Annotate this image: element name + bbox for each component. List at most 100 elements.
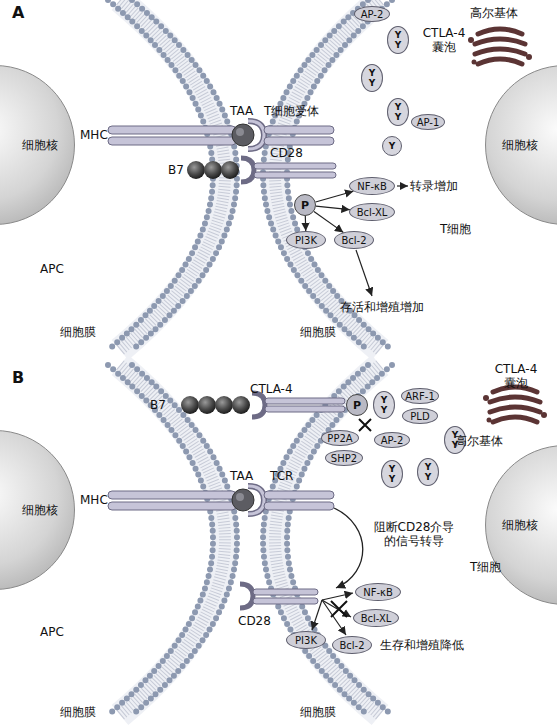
node-text: Y [425, 462, 432, 472]
signal-arrow [314, 211, 343, 232]
outcome-label: 存活和增殖增加 [340, 300, 424, 314]
pathway-arrow [322, 600, 351, 617]
phosphate-circle: P [294, 194, 316, 216]
node-text: Y [381, 395, 388, 405]
node-text: Y [381, 405, 388, 415]
protein-oval: AP-2 [374, 432, 410, 448]
protein-oval: Bcl-XL [353, 609, 399, 627]
b7-sphere [221, 161, 239, 179]
b7-sphere [204, 161, 222, 179]
receptor-label: CD28 [270, 146, 303, 160]
nucleus-circle: 细胞核 [485, 65, 557, 225]
receptor-label: T细胞受体 [264, 104, 319, 118]
node-text: PI3K [295, 235, 317, 246]
node-text: 细胞核 [502, 517, 538, 534]
receptor-label: CD28 [238, 614, 271, 628]
pathway-arrow [397, 185, 408, 186]
protein-oval: AP-1 [411, 114, 445, 130]
protein-oval: PI3K [286, 631, 326, 649]
protein-oval: ARF-1 [401, 388, 439, 404]
nucleus-circle: 细胞核 [0, 430, 75, 590]
receptor-label: CTLA-4 [250, 382, 293, 396]
molecule-label: B7 [168, 163, 184, 177]
protein-oval: Bcl-XL [349, 203, 395, 221]
node-text: Y [389, 464, 396, 474]
node-text: Y [369, 68, 376, 78]
organelle-label: 高尔基体 [470, 6, 518, 20]
pathway-arrow [356, 250, 372, 296]
node-text: Y [395, 102, 402, 112]
molecule-label: B7 [150, 398, 166, 412]
nucleus-circle: 细胞核 [485, 445, 557, 605]
protein-oval: PI3K [286, 231, 326, 249]
node-text: Bcl-2 [339, 640, 364, 651]
node-text: PLD [410, 411, 429, 422]
protein-oval: NF-κB [349, 177, 395, 195]
b7-sphere [187, 161, 205, 179]
outcome-label: 转录增加 [410, 179, 458, 193]
pathway-arrow [312, 600, 322, 630]
tyrosine-circle: YY [387, 26, 409, 54]
b7-sphere [232, 396, 250, 414]
cell-label: T细胞 [440, 222, 471, 236]
panel-letter: B [12, 369, 24, 387]
node-text: Bcl-XL [357, 207, 388, 218]
antigen-label: TAA [230, 104, 253, 118]
molecule-label: MHC [80, 493, 108, 507]
receptor-label: TCR [270, 469, 293, 483]
node-text: Y [395, 112, 402, 122]
block-cross [331, 601, 347, 617]
membrane-label: 细胞膜 [300, 705, 336, 719]
signal-arrow [316, 191, 354, 202]
mhc-tcr-complex [108, 486, 334, 514]
tyrosine-circle: YY [417, 458, 439, 486]
node-text: AP-2 [381, 435, 404, 446]
signal-arrow [305, 216, 307, 231]
ctla4-receptor [265, 398, 345, 404]
protein-oval: Bcl-2 [334, 231, 374, 249]
cd28-receptor [240, 584, 253, 608]
signal-arrow [316, 206, 350, 210]
node-text: 细胞核 [22, 137, 58, 154]
blocking-arrow [334, 508, 363, 588]
outcome-label: 生存和增殖降低 [380, 638, 464, 652]
node-text: Bcl-2 [341, 235, 366, 246]
tyrosine-circle: YY [373, 391, 395, 419]
pathway-arrow [322, 593, 353, 600]
pathway-arrow [322, 600, 346, 635]
node-text: 细胞核 [22, 502, 58, 519]
vesicle-label: CTLA-4 囊泡 [418, 26, 470, 54]
node-text: AP-2 [361, 9, 384, 20]
cell-label: APC [40, 625, 64, 639]
cell-membrane [108, 365, 392, 715]
node-text: Y [425, 472, 432, 482]
phosphate-circle: P [346, 394, 368, 416]
protein-oval: NF-κB [355, 583, 401, 601]
panel-letter: A [12, 4, 24, 22]
membrane-label: 细胞膜 [60, 325, 96, 339]
node-text: ARF-1 [405, 391, 435, 402]
tyrosine-circle: Y [382, 136, 402, 156]
b7-sphere [181, 396, 199, 414]
cell-membrane [108, 0, 392, 350]
golgi-apparatus [483, 387, 547, 423]
node-text: AP-1 [417, 117, 440, 128]
block-cross [359, 419, 371, 431]
protein-oval: Bcl-2 [332, 636, 372, 654]
node-text: NF-κB [357, 181, 387, 192]
node-text: Y [395, 30, 402, 40]
ctla4-receptor [265, 406, 345, 412]
organelle-label: 高尔基体 [455, 434, 503, 448]
b7-sphere [198, 396, 216, 414]
b7-sphere [215, 396, 233, 414]
node-text: Bcl-XL [361, 613, 392, 624]
note-label: 阻断CD28介导的信号转导 [368, 520, 460, 548]
node-text: 细胞核 [502, 137, 538, 154]
node-text: PI3K [295, 635, 317, 646]
tyrosine-circle: YY [387, 98, 409, 126]
node-text: SHP2 [331, 453, 357, 464]
mhc-tcr-complex [108, 121, 334, 149]
